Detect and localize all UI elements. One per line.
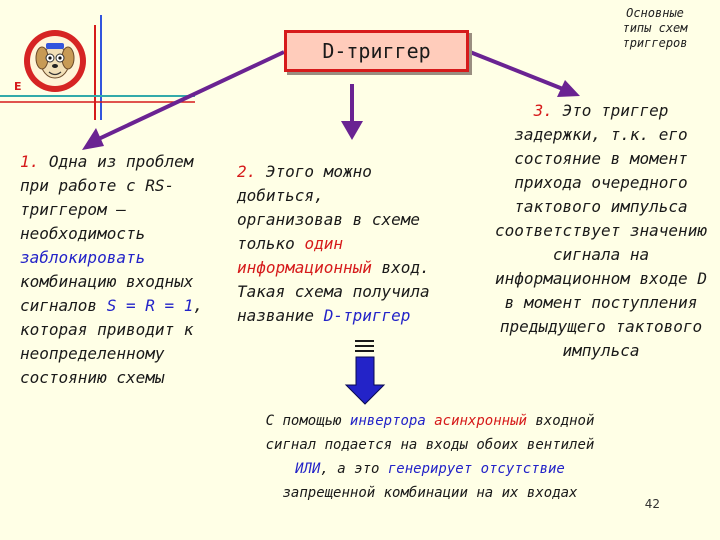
summary-t3: входной сигнал подается на входы обоих в…: [265, 413, 595, 453]
point-2-text-b: вход. Такая схема получила название: [237, 258, 430, 325]
point-2-number: 2.: [237, 162, 257, 181]
point-2-text: 2. Этого можно добиться, организовав в с…: [237, 160, 437, 328]
header-caption-line: триггеров: [622, 36, 688, 50]
point-1-text: 1. Одна из проблем при работе с RS-тригг…: [20, 150, 220, 390]
summary-ili: ИЛИ: [295, 461, 321, 477]
point-2-highlight-2: D-триггер: [323, 306, 411, 325]
page-title-text: D-триггер: [322, 39, 431, 63]
summary-paragraph: С помощью инвертора асинхронный входной …: [250, 409, 610, 505]
point-3-text-body: Это триггер задержки, т.к. его состояние…: [495, 101, 707, 360]
summary-t1: С помощью: [265, 413, 350, 429]
point-1-text-c: , которая приводит к неопределенному сос…: [20, 296, 204, 387]
logo-letter: E: [14, 80, 22, 93]
header-caption-line: Основные: [626, 6, 684, 20]
point-3-text: 3. Это триггер задержки, т.к. его состоя…: [488, 99, 714, 363]
summary-t5: запрещенной комбинации на их входах: [282, 485, 578, 501]
summary-async: асинхронный: [434, 413, 527, 429]
page-number: 42: [644, 497, 660, 511]
point-1-highlight: заблокировать: [20, 248, 146, 267]
logo: [22, 28, 88, 94]
point-2-text-a: Этого можно добиться, организовав в схем…: [237, 162, 421, 253]
header-caption-line: типы схем: [622, 21, 688, 35]
summary-generates: генерирует отсутствие: [387, 461, 565, 477]
point-3-number: 3.: [533, 101, 553, 120]
summary-t4: , а это: [320, 461, 388, 477]
summary-t2: [426, 413, 434, 429]
dog-mascot-icon: [24, 30, 86, 92]
point-1-text-a: Одна из проблем при работе с RS-триггеро…: [20, 152, 194, 243]
summary-inverter: инвертора: [349, 413, 426, 429]
point-2-highlight-1: один информационный: [237, 234, 372, 277]
header-caption: Основные типы схем триггеров: [600, 6, 710, 51]
page-title: D-триггер: [284, 30, 469, 72]
point-1-number: 1.: [20, 152, 40, 171]
point-1-text-b: комбинацию входных сигналов: [20, 272, 194, 315]
point-1-formula: S = R = 1: [106, 296, 194, 315]
